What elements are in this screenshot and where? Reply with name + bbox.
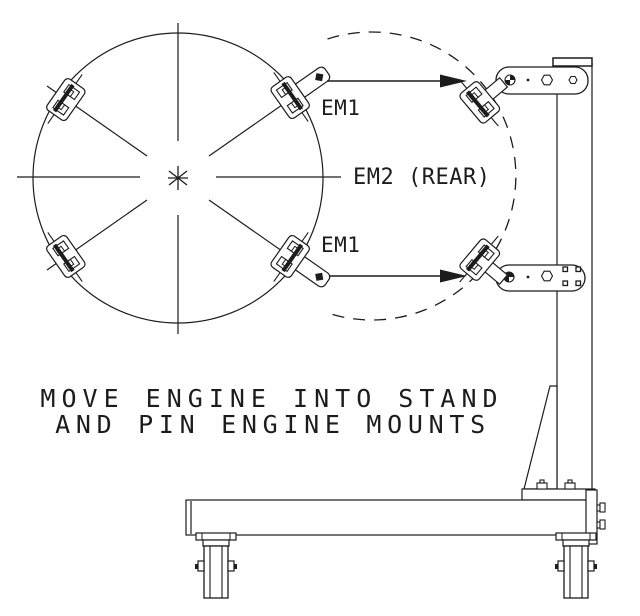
em1-pin	[315, 272, 324, 281]
label-em2-rear: EM2 (REAR)	[353, 165, 490, 190]
caster-left	[194, 532, 238, 599]
stand-arm-lower	[495, 264, 586, 292]
engine-mount-lower-left	[36, 222, 95, 290]
arm-hole-hex-small	[568, 75, 578, 85]
arm-hole-dot	[526, 78, 530, 82]
em1-pin	[315, 73, 324, 82]
instruction-line-2: AND PIN ENGINE MOUNTS	[55, 410, 491, 439]
center-mark	[168, 166, 188, 190]
instruction-line-1: MOVE ENGINE INTO STAND	[40, 384, 503, 413]
stand-arm-upper	[495, 66, 589, 95]
label-em1-upper: EM1	[321, 96, 360, 120]
arrow-head	[440, 269, 467, 283]
arm-hole-hex	[540, 74, 554, 86]
engine-mount-upper-left	[36, 66, 95, 134]
end-plate-bolts	[596, 502, 606, 530]
stand-column-cap	[552, 57, 593, 67]
stand-gusset	[523, 385, 558, 490]
engine-stand	[185, 57, 606, 599]
beam-end-plate	[585, 489, 598, 545]
base-plate-bolts	[536, 479, 576, 490]
engine-mount-em1-upper	[261, 64, 331, 132]
engine-front-view	[17, 23, 341, 334]
arrow-upper	[327, 74, 467, 88]
stand-bracket-upper	[449, 69, 511, 136]
engine-mount-em1-lower	[261, 222, 331, 290]
arm-hole-squares	[562, 266, 582, 287]
stand-base-plate	[521, 488, 596, 501]
stand-base-beam	[185, 499, 591, 536]
label-em1-lower: EM1	[321, 233, 360, 257]
stand-bracket-lower	[449, 226, 511, 293]
arrow-lower	[329, 269, 467, 283]
arm-hole-dot	[526, 275, 530, 279]
arrow-head	[440, 74, 467, 88]
arm-hole-hex	[540, 270, 554, 282]
